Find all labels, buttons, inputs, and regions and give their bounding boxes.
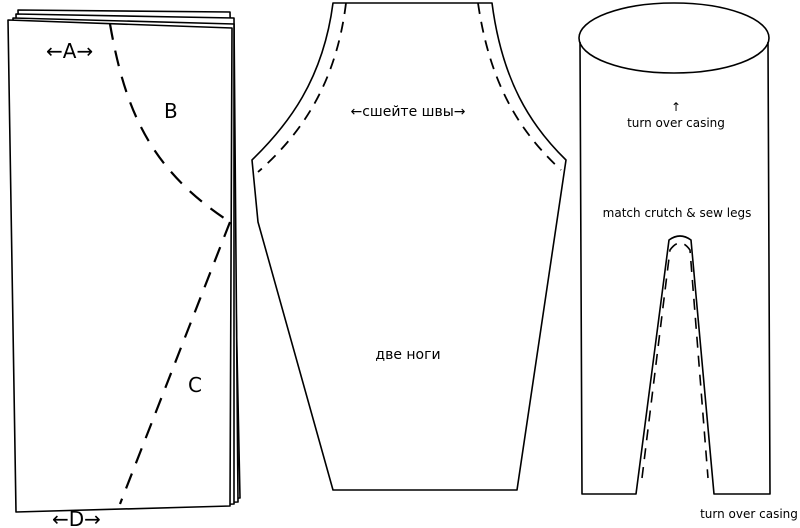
pants-outline [579,41,771,495]
seam-line-left [257,2,347,173]
leg-pattern-outline [251,2,567,491]
crotch-seam-line [641,242,709,479]
up-arrow-label: ↑ [671,100,681,114]
match-crutch-label: match crutch & sew legs [603,206,752,220]
fabric-front-layer [7,19,233,513]
turn-over-casing-bottom: turn over casing [700,507,798,521]
label-b: B [164,99,178,123]
cut-line-b [108,23,231,223]
label-d: ←D→ [52,507,101,528]
waist-opening-ellipse [578,2,770,74]
label-c: C [188,373,202,397]
assembled-pants-figure [578,2,771,495]
sew-seams-label: ←сшейте швы→ [350,104,465,120]
cut-line-c [118,221,232,505]
label-a: ←A→ [46,39,93,63]
two-legs-label: две ноги [375,347,440,363]
turn-over-casing-top: turn over casing [627,116,725,130]
seam-line-right [477,2,562,171]
folded-fabric-figure [7,9,241,513]
